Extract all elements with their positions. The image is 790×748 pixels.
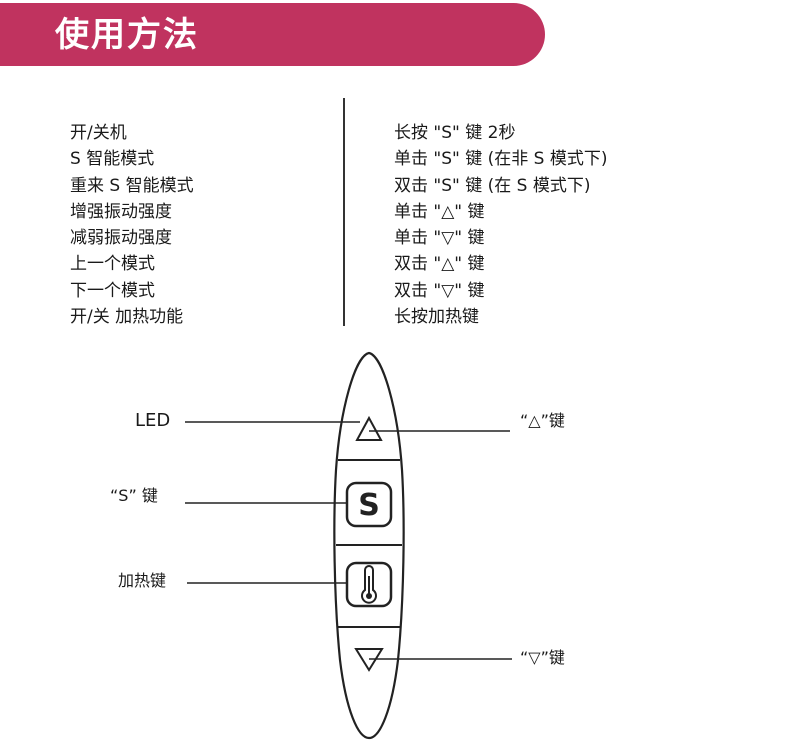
function-item: 开/关机 (70, 123, 127, 143)
up-key[interactable] (355, 415, 383, 441)
page-title: 使用方法 (55, 15, 199, 55)
operation-item: 长按 "S" 键 2秒 (394, 123, 516, 143)
column-divider (343, 98, 345, 326)
function-item: 下一个模式 (70, 280, 155, 301)
triangle-up-icon (355, 415, 383, 441)
function-item: 减弱振动强度 (70, 228, 172, 249)
function-item: 开/关 加热功能 (70, 307, 184, 328)
operation-list: 长按 "S" 键 2秒 单击 "S" 键 (在非 S 模式下) 双击 "S" 键… (394, 120, 608, 330)
function-item: 重来 S 智能模式 (70, 175, 194, 196)
heat-key-label: 加热键 (118, 571, 167, 590)
function-item: 上一个模式 (70, 254, 155, 275)
s-key-glyph: S (358, 488, 380, 523)
led-label: LED (135, 410, 171, 431)
s-key-frame (345, 481, 393, 528)
s-key-label: “S” 键 (110, 486, 158, 505)
function-list: 开/关机 S 智能模式 重来 S 智能模式 增强振动强度 减弱振动强度 上一个模… (70, 120, 194, 330)
function-item: 增强振动强度 (70, 201, 172, 222)
function-item: S 智能模式 (70, 149, 155, 170)
heat-key[interactable] (345, 561, 393, 608)
operation-item: 长按加热键 (394, 307, 479, 328)
operation-item: 单击 "△" 键 (394, 201, 485, 222)
operation-item: 双击 "▽" 键 (394, 280, 485, 301)
operation-item: 单击 "S" 键 (在非 S 模式下) (394, 149, 608, 170)
heat-key-frame (345, 561, 393, 608)
operation-item: 双击 "S" 键 (在 S 模式下) (394, 175, 591, 196)
header-banner: 使用方法 (0, 3, 545, 66)
s-key[interactable]: S (345, 481, 393, 528)
thermometer-icon (361, 565, 377, 604)
operation-item: 双击 "△" 键 (394, 254, 485, 275)
down-key-label: “▽”键 (520, 648, 565, 667)
operation-item: 单击 "▽" 键 (394, 228, 485, 249)
up-key-label: “△”键 (520, 411, 565, 430)
